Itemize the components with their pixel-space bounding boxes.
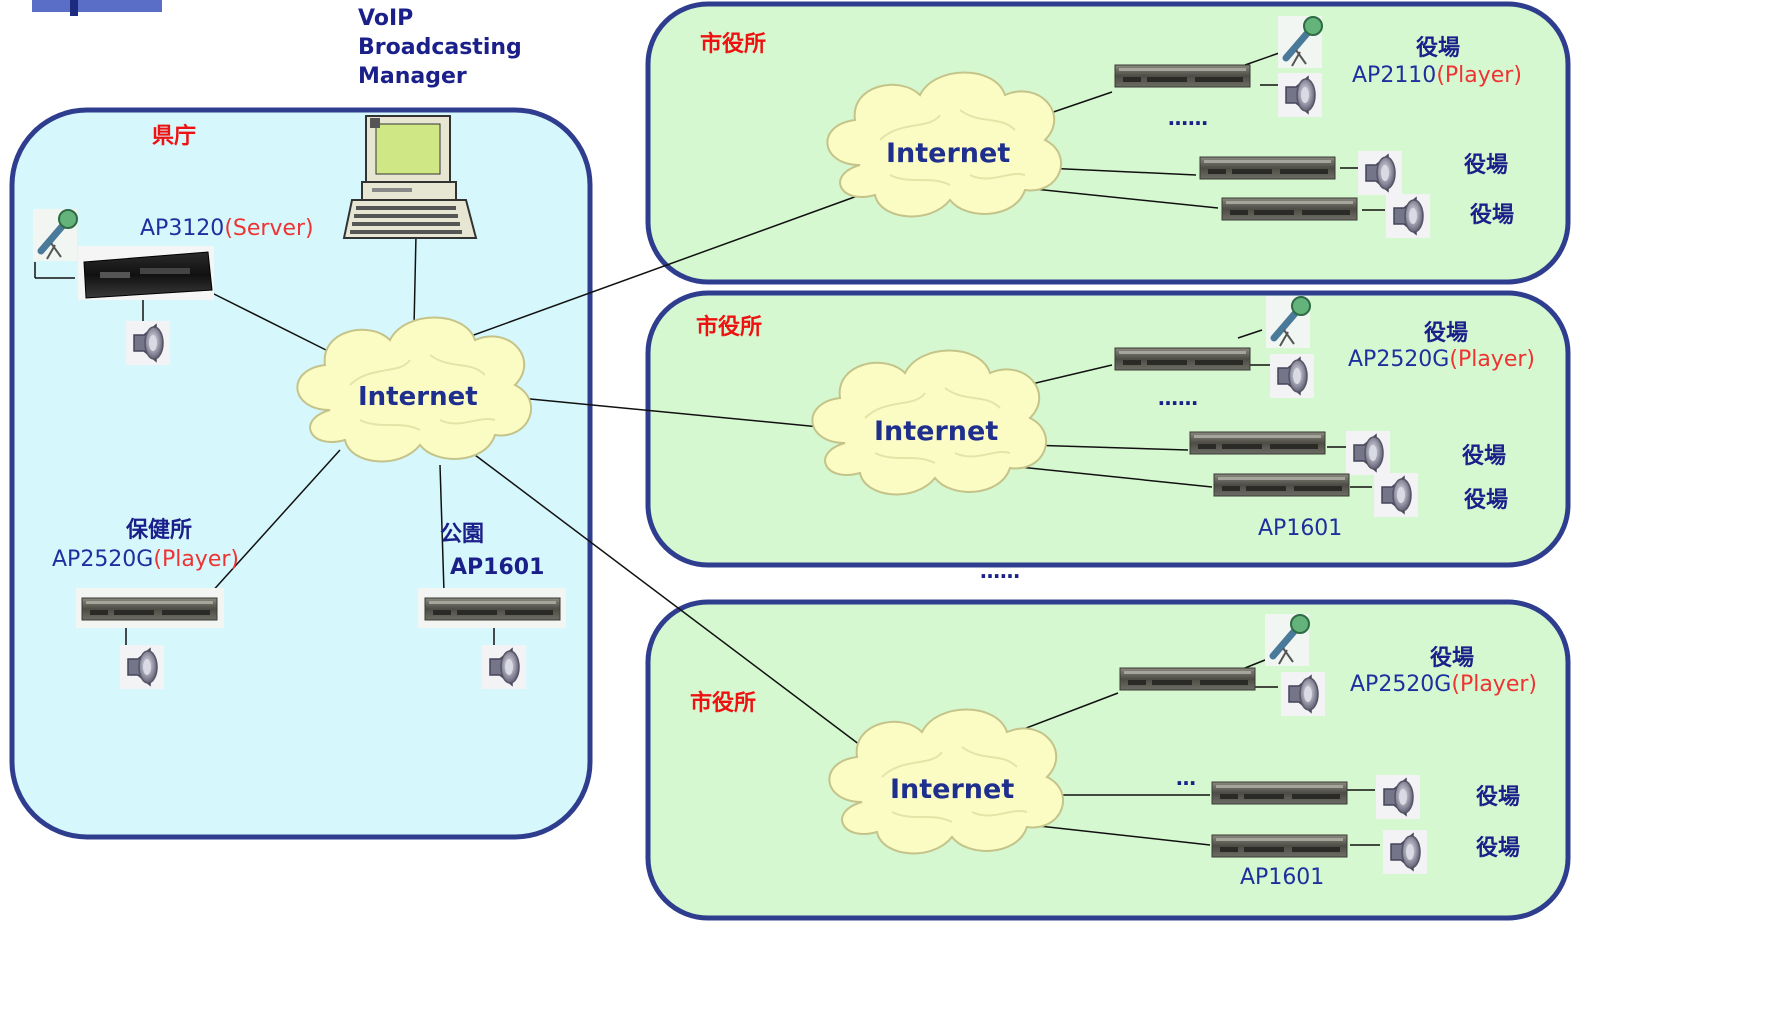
city-1-name: 市役所 xyxy=(700,32,767,57)
city-1-ellipsis: …… xyxy=(1168,106,1208,130)
city-3-bottom-speaker-icon xyxy=(1382,829,1428,875)
city-2-bottom-site-name: 役場 xyxy=(1464,488,1509,513)
city-3-bottom-site-name: 役場 xyxy=(1476,836,1521,861)
computer-icon xyxy=(342,115,478,239)
health-center-model-label: AP2520G(Player) xyxy=(52,547,239,572)
prefecture-name: 県庁 xyxy=(152,124,197,149)
city-2-bottom-player-device xyxy=(1213,473,1350,497)
corner-decoration xyxy=(32,0,162,12)
city-3-name: 市役所 xyxy=(690,691,757,716)
city-1-bottom-speaker-icon xyxy=(1385,193,1431,239)
between-cities-ellipsis: …… xyxy=(980,559,1020,583)
city-3-ellipsis: … xyxy=(1176,766,1196,790)
server-label: AP3120(Server) xyxy=(140,216,314,241)
city-3-mid-player-device xyxy=(1211,781,1348,805)
city-2-name: 市役所 xyxy=(696,315,763,340)
health-center-speaker-icon xyxy=(119,644,165,690)
city-1-bottom-player-device xyxy=(1221,197,1358,221)
city-3-footer-model: AP1601 xyxy=(1240,865,1325,890)
city-3-microphone-icon xyxy=(1265,614,1309,666)
city-1-top-site-name: 役場 xyxy=(1416,36,1461,61)
city-3-bottom-player-device xyxy=(1211,834,1348,858)
city-2-bottom-speaker-icon xyxy=(1373,472,1419,518)
manager-label-line-1: VoIP xyxy=(358,6,414,31)
health-center-device xyxy=(76,588,224,628)
city-1-internet-label: Internet xyxy=(886,138,1011,169)
city-3-mid-site-name: 役場 xyxy=(1476,785,1521,810)
city-3-top-player-device xyxy=(1119,667,1256,691)
city-3-top-speaker-icon xyxy=(1280,671,1326,717)
city-1-mid-site-name: 役場 xyxy=(1464,153,1509,178)
city-region-2 xyxy=(645,290,1571,568)
city-2-microphone-icon xyxy=(1266,296,1310,348)
park-name: 公園 xyxy=(440,522,485,547)
manager-label-line-3: Manager xyxy=(358,64,467,89)
city-2-mid-speaker-icon xyxy=(1345,430,1391,476)
server-device xyxy=(78,246,214,300)
city-3-top-model-label: AP2520G(Player) xyxy=(1350,672,1537,697)
server-speaker-icon xyxy=(125,320,171,366)
city-1-top-player-device xyxy=(1114,64,1251,88)
city-2-internet-label: Internet xyxy=(874,416,999,447)
central-internet-label: Internet xyxy=(358,382,478,412)
city-2-mid-site-name: 役場 xyxy=(1462,444,1507,469)
health-center-name: 保健所 xyxy=(126,518,193,543)
city-1-microphone-icon xyxy=(1278,16,1322,68)
city-1-top-speaker-icon xyxy=(1277,72,1323,118)
server-microphone-icon xyxy=(33,209,77,261)
manager-label-line-2: Broadcasting xyxy=(358,35,522,60)
city-3-internet-label: Internet xyxy=(890,774,1015,805)
city-2-top-site-name: 役場 xyxy=(1424,321,1469,346)
city-1-bottom-site-name: 役場 xyxy=(1470,203,1515,228)
park-device xyxy=(418,588,566,628)
city-2-top-player-device xyxy=(1114,347,1251,371)
city-2-ellipsis: …… xyxy=(1158,386,1198,410)
city-2-top-model-label: AP2520G(Player) xyxy=(1348,347,1535,372)
city-2-mid-player-device xyxy=(1189,431,1326,455)
city-3-top-site-name: 役場 xyxy=(1430,646,1475,671)
city-2-footer-model: AP1601 xyxy=(1258,516,1343,541)
city-1-mid-player-device xyxy=(1199,156,1336,180)
city-1-top-model-label: AP2110(Player) xyxy=(1352,63,1522,88)
city-3-mid-speaker-icon xyxy=(1375,774,1421,820)
park-model-label: AP1601 xyxy=(450,555,545,580)
city-1-mid-speaker-icon xyxy=(1357,150,1403,196)
park-speaker-icon xyxy=(481,644,527,690)
city-2-top-speaker-icon xyxy=(1269,353,1315,399)
